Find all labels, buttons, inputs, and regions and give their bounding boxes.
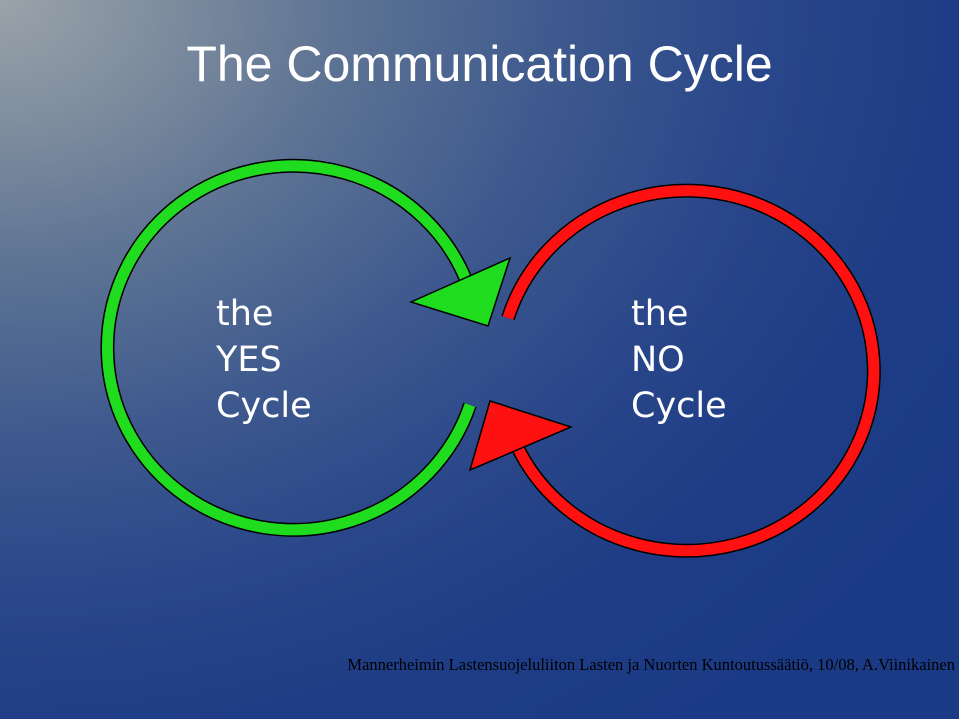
yes-cycle-label: the YES Cycle — [216, 291, 312, 429]
footer-credit: Mannerheimin Lastensuojeluliiton Lasten … — [347, 655, 955, 674]
yes-cycle-label-line1: the — [216, 294, 274, 334]
no-cycle-label: the NO Cycle — [631, 291, 727, 429]
no-cycle-arrowhead — [468, 400, 574, 472]
yes-cycle-label-line2: YES — [216, 340, 282, 380]
no-cycle-label-line2: NO — [631, 340, 685, 380]
yes-cycle-arrowhead — [408, 256, 512, 327]
slide-title: The Communication Cycle — [186, 36, 773, 92]
yes-cycle-arrow — [100, 158, 512, 537]
no-cycle-label-line1: the — [631, 294, 689, 334]
no-cycle-arrow — [468, 183, 881, 558]
no-cycle-label-line3: Cycle — [631, 386, 727, 426]
yes-cycle-label-line3: Cycle — [216, 386, 312, 426]
